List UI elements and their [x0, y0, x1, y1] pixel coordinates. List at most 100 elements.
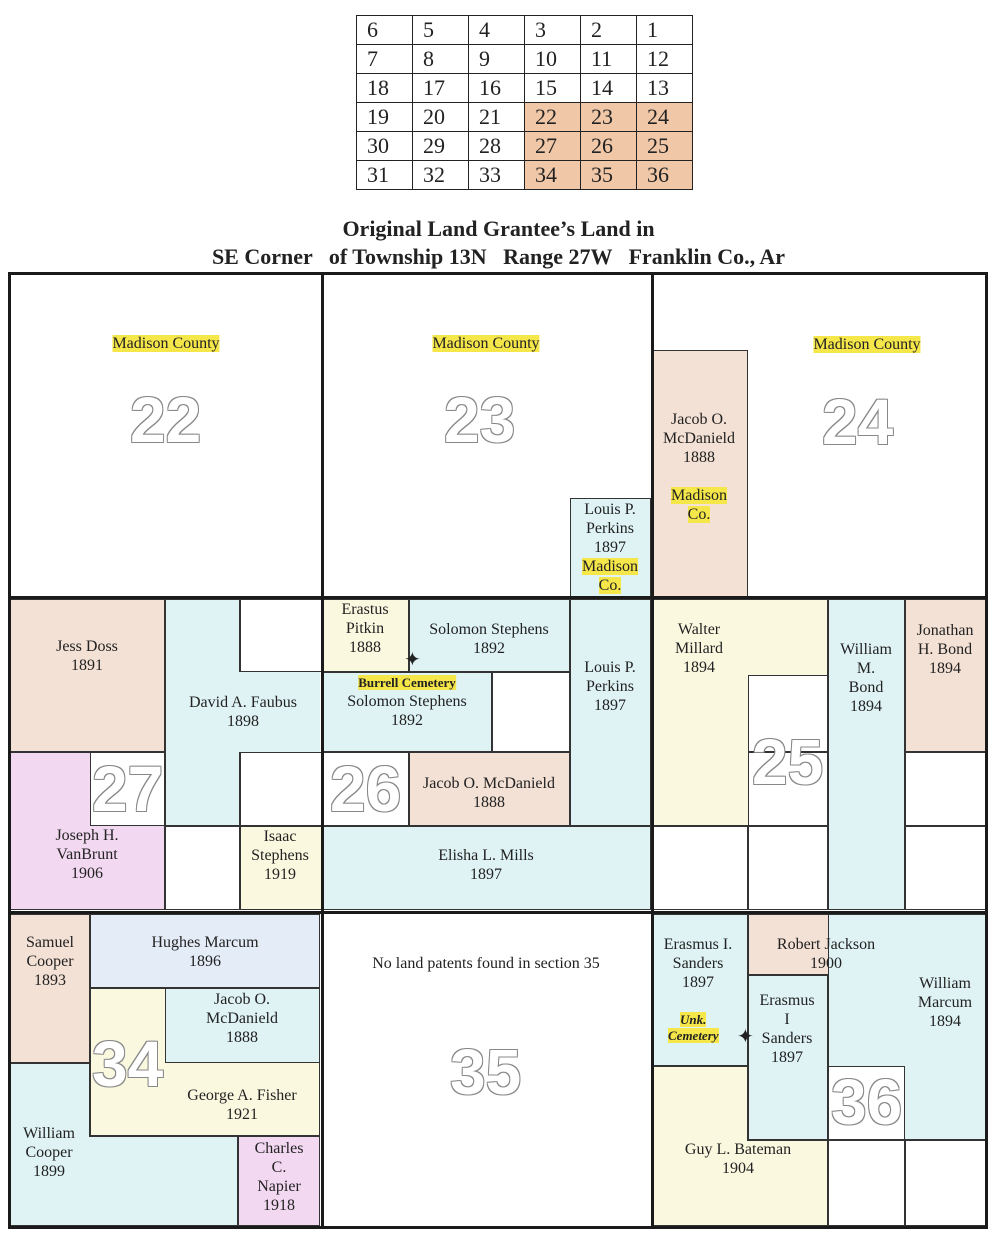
- grantee-text: Jonathan: [916, 622, 974, 639]
- parcel-mcdanield-24: [651, 350, 748, 597]
- grantee-text: 1896: [189, 953, 221, 970]
- parcel-mcdanield-26: [409, 752, 570, 826]
- parcel-vacant: [905, 752, 986, 826]
- parcel-label-bateman: Guy L. Bateman 1904: [685, 1140, 791, 1178]
- parcel-napier: [238, 1136, 320, 1226]
- parcel-vacant: [748, 752, 828, 826]
- map-title-line1: Original Land Grantee’s Land in: [342, 216, 655, 241]
- grantee-text: 1918: [263, 1197, 295, 1214]
- parcel-wm-bond: [828, 599, 905, 910]
- grantee-text: Napier: [257, 1178, 301, 1195]
- parcel-samuel-cooper: [10, 914, 90, 1063]
- grid-section-12: 12: [636, 44, 693, 74]
- section-number: 35: [450, 1036, 522, 1108]
- grantee-text: Pitkin: [345, 620, 385, 637]
- parcel-solomon-1: [409, 599, 570, 672]
- grantee-text: Sanders: [761, 1030, 813, 1047]
- grid-section-30: 30: [356, 131, 413, 161]
- grantee-text: David A. Faubus: [189, 694, 297, 711]
- burrell-cemetery-label: Burrell Cemetery: [358, 675, 456, 690]
- grid-section-10: 10: [524, 44, 581, 74]
- grantee-text: 1897: [770, 1049, 803, 1066]
- grid-section-1: 1: [636, 15, 693, 45]
- grantee-text: McDanield: [206, 1010, 278, 1027]
- parcel-hughes-marcum: [90, 914, 320, 988]
- grantee-text: Jacob O. McDanield: [423, 775, 555, 792]
- parcel-label-doss: Jess Doss 1891: [56, 637, 118, 675]
- grid-section-25: 25: [636, 131, 693, 161]
- grid-section-26: 26: [580, 131, 637, 161]
- grantee-text: Louis P.: [584, 501, 636, 518]
- grantee-text: 1919: [264, 866, 296, 883]
- grantee-text: 1893: [34, 972, 66, 989]
- grantee-text: H. Bond: [917, 641, 973, 658]
- madison-county-label: Madison County: [112, 335, 220, 352]
- grantee-text: Perkins: [585, 520, 634, 537]
- grid-section-33: 33: [468, 160, 525, 190]
- grantee-text: M.: [856, 660, 876, 677]
- grantee-text: Erasmus: [759, 992, 815, 1009]
- parcel-bateman-ext: [747, 1140, 828, 1226]
- parcel-vacant: [492, 672, 570, 752]
- cemetery-star-icon: ✦: [737, 1026, 754, 1048]
- grid-section-2: 2: [580, 15, 637, 45]
- grantee-text: Cooper: [26, 953, 74, 970]
- grid-section-34: 34: [524, 160, 581, 190]
- grantee-text: Joseph H.: [55, 827, 119, 844]
- grid-section-9: 9: [468, 44, 525, 74]
- parcel-perkins-26: [570, 599, 651, 826]
- grantee-text: C.: [271, 1159, 287, 1176]
- parcel-vacant: [905, 1140, 986, 1226]
- grid-section-22: 22: [524, 102, 581, 132]
- grantee-text: Charles: [254, 1140, 304, 1157]
- grid-section-5: 5: [412, 15, 469, 45]
- grantee-text: Erasmus I.: [663, 936, 733, 953]
- cemetery-star-icon: ✦: [404, 649, 421, 671]
- madison-county-label: Madison County: [432, 335, 540, 352]
- grantee-text: Guy L. Bateman: [684, 1141, 792, 1158]
- grantee-text: 1888: [473, 794, 505, 811]
- section-36: [651, 911, 988, 1229]
- grantee-text: 1898: [227, 713, 259, 730]
- grid-section-18: 18: [356, 73, 413, 103]
- grid-section-28: 28: [468, 131, 525, 161]
- grid-section-21: 21: [468, 102, 525, 132]
- grid-section-3: 3: [524, 15, 581, 45]
- parcel-vacant: [165, 826, 240, 910]
- section-number: 34: [92, 1028, 164, 1100]
- grantee-text: 1888: [682, 449, 715, 466]
- section-number: 22: [130, 384, 202, 456]
- grantee-text: 1894: [849, 698, 882, 715]
- grantee-text: Jess Doss: [56, 638, 118, 655]
- parcel-vacant: [651, 826, 748, 910]
- parcel-isaac-stephens: [240, 826, 322, 910]
- grid-section-36: 36: [636, 160, 693, 190]
- grantee-text: VanBrunt: [56, 846, 118, 863]
- parcel-vacant: [90, 752, 165, 826]
- grantee-text: 1904: [721, 1160, 754, 1177]
- grantee-text: Bond: [848, 679, 884, 696]
- grantee-text: 1891: [70, 657, 103, 674]
- parcel-doss: [10, 599, 165, 752]
- grantee-text: I: [784, 1011, 790, 1028]
- grantee-text: Samuel: [26, 934, 74, 951]
